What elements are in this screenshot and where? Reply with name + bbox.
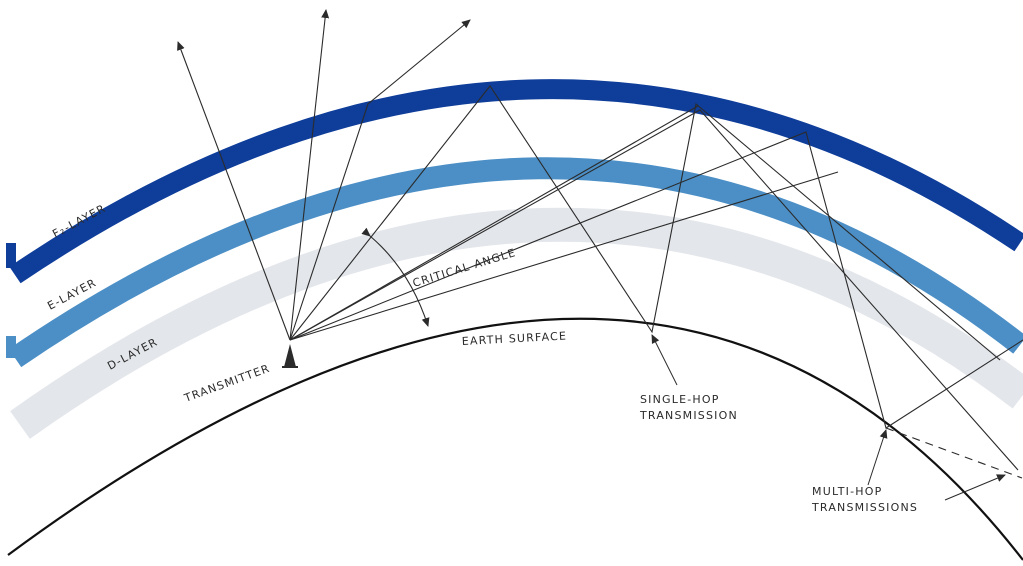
earth-surface-curve (7, 317, 1023, 561)
multi-hop-leader-1 (867, 429, 888, 486)
single-hop-label-line1: SINGLE-HOP (640, 393, 720, 406)
single-hop-ray (289, 85, 1001, 361)
d-layer-band (10, 207, 1023, 439)
long-ray-3 (289, 105, 699, 341)
escaping-ray-2 (289, 9, 330, 341)
earth-surface-label: EARTH SURFACE (461, 329, 567, 347)
multi-hop-label-line1: MULTI-HOP (812, 485, 882, 498)
left-edge-mark-top (6, 243, 16, 268)
transmitter-icon (282, 344, 298, 368)
single-hop-label-line2: TRANSMISSION (639, 409, 738, 422)
multi-hop-label-line2: TRANSMISSIONS (811, 501, 918, 514)
transmitter-label: TRANSMITTER (182, 362, 272, 405)
multi-hop-dashed-ray (885, 427, 1023, 479)
multi-hop-leader-2 (944, 474, 1006, 501)
critical-angle-arc (361, 227, 430, 327)
left-edge-mark-mid (6, 336, 16, 358)
e-layer-band (8, 157, 1023, 368)
f2-layer-band (9, 79, 1023, 284)
escaping-ray-3 (289, 19, 471, 341)
single-hop-leader (651, 334, 678, 386)
multi-hop-ray (289, 131, 1023, 429)
escaping-ray-1 (177, 41, 291, 341)
